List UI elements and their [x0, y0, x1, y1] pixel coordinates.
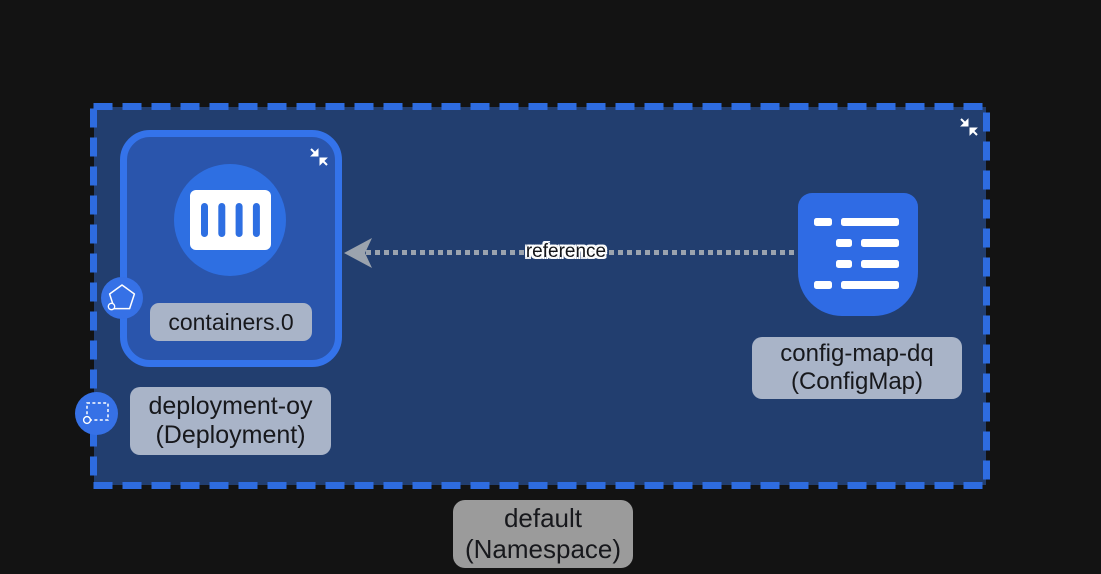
pentagon-pod-icon [107, 284, 136, 311]
configmap-name: config-map-dq [780, 339, 934, 367]
left-arrowhead-icon [344, 238, 372, 268]
configmap-kind: (ConfigMap) [790, 368, 924, 395]
pod-badge[interactable] [101, 277, 143, 319]
namespace-kind: (Namespace) [464, 534, 622, 564]
container-icon [189, 190, 271, 250]
deployment-node[interactable]: containers.0 [120, 130, 342, 367]
configmap-icon [814, 217, 899, 289]
namespace-name: default [503, 503, 583, 534]
deployment-kind: (Deployment) [155, 421, 306, 449]
namespace-label: default (Namespace) [453, 500, 633, 568]
reference-edge-line[interactable] [366, 250, 796, 255]
configmap-node[interactable] [798, 193, 918, 316]
collapse-icon[interactable] [958, 116, 980, 138]
edge-label: reference [525, 241, 607, 262]
container-label-text: containers.0 [168, 308, 294, 335]
deployment-name: deployment-oy [148, 391, 313, 420]
deployment-label: deployment-oy (Deployment) [130, 387, 331, 455]
deployment-badge[interactable] [75, 392, 118, 435]
configmap-label: config-map-dq (ConfigMap) [752, 337, 962, 399]
container-label: containers.0 [150, 303, 312, 341]
namespace-group-default[interactable]: containers.0 deployment-oy (Deployment) … [75, 103, 990, 489]
dashed-square-icon [82, 402, 109, 425]
collapse-icon[interactable] [308, 146, 330, 168]
container-circle[interactable] [174, 164, 286, 276]
